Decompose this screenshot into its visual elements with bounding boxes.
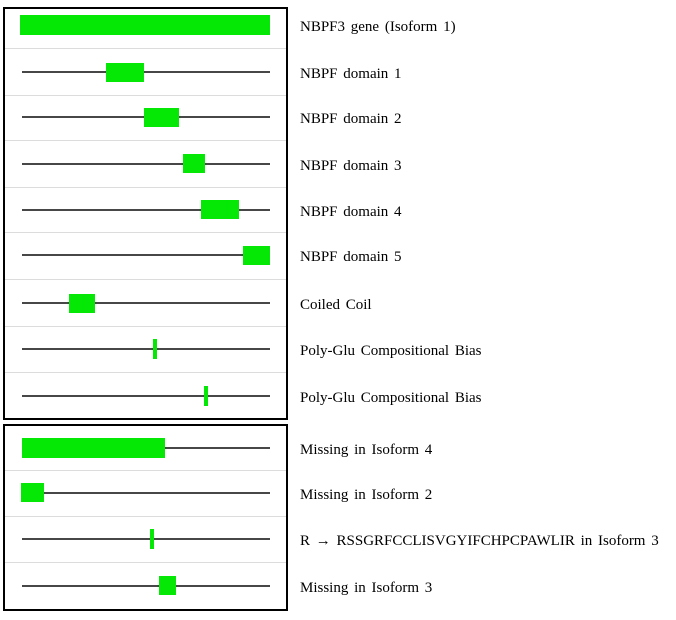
- feature-marker-box: [69, 293, 95, 313]
- row-separator: [5, 48, 286, 50]
- protein-backbone-line: [22, 302, 270, 304]
- feature-label: Poly-Glu Compositional Bias: [300, 343, 482, 359]
- feature-label: NBPF domain 4: [300, 203, 402, 220]
- row-separator: [5, 326, 286, 327]
- feature-label: NBPF3 gene (Isoform 1): [300, 18, 456, 35]
- feature-label: NBPF domain 2: [300, 111, 402, 127]
- protein-backbone-line: [22, 537, 270, 540]
- protein-backbone-line: [22, 208, 270, 211]
- feature-label: Poly-Glu Compositional Bias: [300, 389, 482, 406]
- protein-backbone-line: [22, 394, 270, 397]
- feature-label: NBPF domain 1: [300, 66, 402, 82]
- feature-marker-tick: [153, 339, 157, 359]
- feature-marker-box: [106, 62, 144, 82]
- feature-label: Coiled Coil: [300, 297, 372, 313]
- protein-backbone-line: [22, 254, 270, 256]
- row-separator: [5, 515, 286, 517]
- row-separator: [5, 470, 286, 471]
- feature-marker-full-bar: [20, 14, 270, 35]
- feature-marker-box: [183, 154, 205, 173]
- feature-label: R → RSSGRFCCLISVGYIFCHPCPAWLIR in Isofor…: [300, 532, 659, 549]
- feature-label: NBPF domain 3: [300, 157, 402, 174]
- feature-marker-box: [243, 245, 270, 265]
- row-separator: [5, 140, 286, 142]
- feature-label: NBPF domain 5: [300, 249, 402, 265]
- feature-label: Missing in Isoform 4: [300, 441, 433, 458]
- row-separator: [5, 232, 286, 234]
- feature-marker-tick: [150, 528, 154, 549]
- feature-marker-box: [21, 483, 44, 502]
- row-separator: [5, 279, 286, 280]
- protein-backbone-line: [22, 348, 270, 350]
- protein-backbone-line: [22, 491, 270, 494]
- feature-marker-box: [144, 107, 179, 127]
- feature-marker-box: [201, 200, 239, 219]
- row-separator: [5, 186, 286, 188]
- protein-backbone-line: [22, 162, 270, 165]
- feature-marker-bar: [22, 437, 165, 458]
- feature-label: Missing in Isoform 2: [300, 486, 433, 503]
- row-separator: [5, 94, 286, 96]
- feature-label: Missing in Isoform 3: [300, 579, 433, 596]
- row-separator: [5, 372, 286, 374]
- protein-backbone-line: [22, 71, 270, 73]
- row-separator: [5, 562, 286, 563]
- feature-marker-box: [159, 576, 176, 595]
- feature-marker-tick: [204, 385, 208, 406]
- diagram-panel-1: [3, 7, 288, 420]
- protein-backbone-line: [22, 584, 270, 587]
- diagram-panel-2: [3, 424, 288, 611]
